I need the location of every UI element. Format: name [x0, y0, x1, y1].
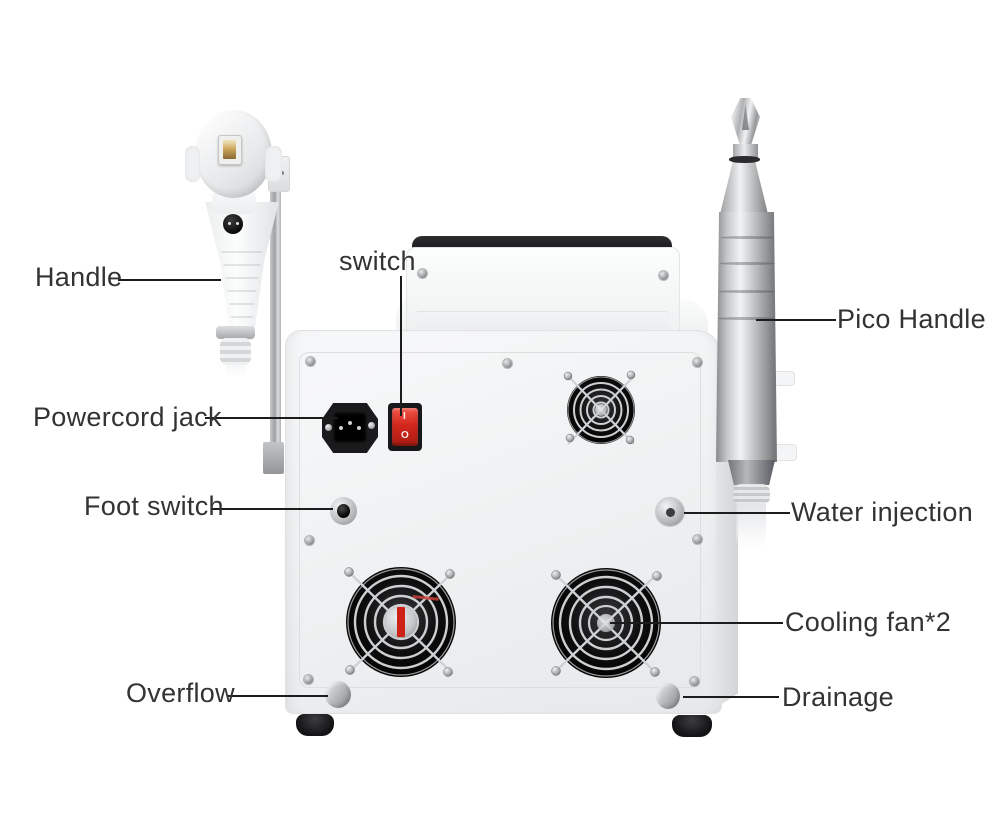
- leader-line-foot-switch: [211, 508, 333, 510]
- cooling-fan-left: [344, 567, 456, 677]
- callout-foot-switch: Foot switch: [84, 491, 224, 521]
- leader-line-water-injection: [684, 512, 790, 514]
- screw: [418, 269, 427, 278]
- leader-line-handle: [118, 279, 221, 281]
- screw: [693, 535, 702, 544]
- screw: [304, 675, 313, 684]
- drainage-valve: [656, 683, 680, 709]
- switch-off-marking: O: [401, 430, 409, 441]
- callout-drainage: Drainage: [782, 682, 894, 712]
- handpiece-yoke-right: [265, 146, 282, 182]
- exhaust-fan-small: [563, 370, 636, 445]
- leader-line-pico-handle: [756, 319, 836, 321]
- pico-pen-black-ring: [729, 156, 760, 163]
- callout-cooling-fan: Cooling fan*2: [785, 607, 952, 637]
- pico-pen-lower-section: [727, 460, 776, 485]
- screw: [368, 422, 375, 429]
- handpiece-threaded-tip: [220, 338, 251, 365]
- handpiece-aperture-glass: [223, 140, 236, 159]
- pico-pen-hose-connector: [733, 484, 770, 505]
- machine-foot-right: [672, 715, 712, 737]
- pico-handle-body: [716, 212, 777, 462]
- inlet-pin: [357, 426, 361, 430]
- handpiece-tip-end: [225, 362, 246, 377]
- leader-line-switch: [400, 276, 402, 416]
- pen-groove: [719, 290, 775, 293]
- handpiece-yoke-left: [185, 146, 200, 182]
- screw: [325, 424, 332, 431]
- handpiece-button: [223, 214, 243, 234]
- callout-pico-handle: Pico Handle: [837, 304, 986, 334]
- pico-pen-cone: [720, 161, 768, 214]
- water-injection-hole: [666, 508, 675, 517]
- switch-on-marking: I: [403, 411, 406, 422]
- holder-rod-end: [263, 442, 284, 474]
- button-dot: [228, 222, 231, 225]
- foot-switch-connector-core: [337, 504, 350, 518]
- screw: [306, 357, 315, 366]
- pen-groove: [720, 262, 775, 265]
- back-panel: [299, 352, 701, 688]
- cooling-fan-right: [551, 568, 662, 678]
- handpiece-collar: [216, 326, 255, 339]
- callout-water-injection: Water injection: [791, 497, 974, 527]
- bracket-screw: [280, 171, 284, 175]
- overflow-valve: [325, 681, 351, 708]
- callout-powercord-jack: Powercord jack: [33, 402, 222, 432]
- pico-pen-collar: [733, 144, 758, 159]
- callout-handle: Handle: [35, 262, 123, 292]
- pen-groove: [721, 236, 774, 239]
- callout-switch: switch: [339, 246, 416, 276]
- leader-line-overflow: [227, 695, 328, 697]
- powercord-jack-recess: [333, 412, 367, 443]
- machine-foot-left: [296, 714, 334, 736]
- handle-holder-rod: [270, 186, 281, 444]
- screw: [503, 359, 512, 368]
- screw: [690, 677, 699, 686]
- leader-line-cooling-fan: [610, 622, 783, 624]
- pico-pen-tip-notch: [742, 104, 749, 130]
- screw: [693, 358, 702, 367]
- callout-overflow: Overflow: [126, 678, 235, 708]
- screw: [305, 536, 314, 545]
- screw: [659, 271, 668, 280]
- leader-line-drainage: [683, 696, 779, 698]
- leader-line-powercord-jack: [205, 417, 338, 419]
- inlet-pin: [339, 426, 343, 430]
- inlet-pin: [348, 421, 352, 425]
- pen-groove: [718, 317, 775, 320]
- pico-pen-hose: [736, 503, 766, 551]
- button-dot: [236, 222, 239, 225]
- power-switch: [392, 408, 418, 446]
